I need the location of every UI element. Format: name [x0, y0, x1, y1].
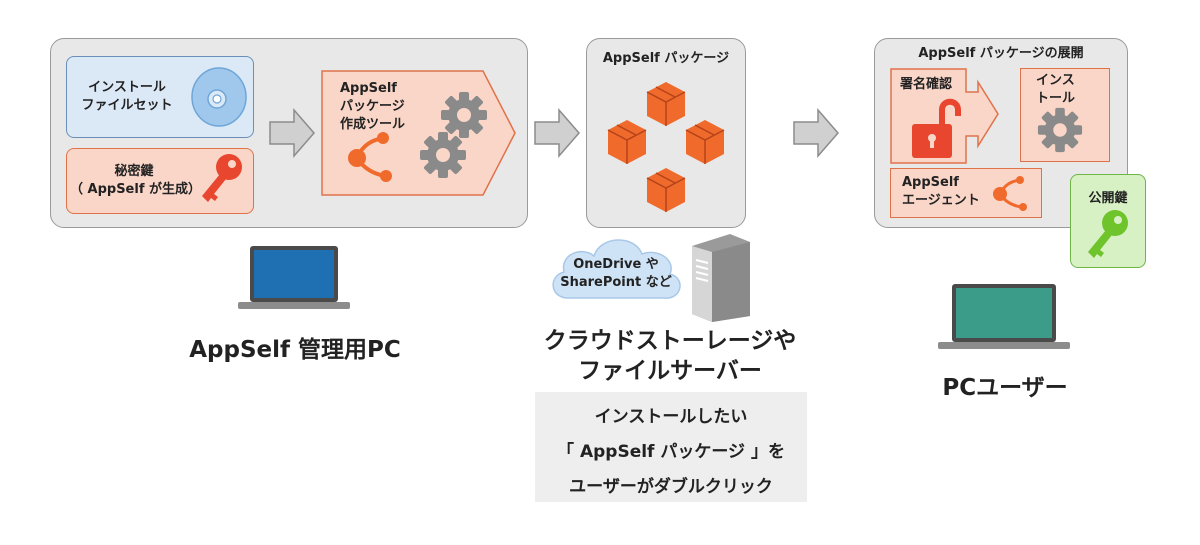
gear-icon [420, 132, 466, 178]
arrow-right-icon [269, 107, 315, 159]
package-box-icon [685, 120, 725, 164]
public-key-label: 公開鍵 [1088, 191, 1128, 206]
admin-pc-caption: AppSelf 管理用PC [189, 337, 401, 363]
agent-box [890, 168, 1042, 218]
storage-caption: クラウドストーレージや ファイルサーバー [543, 328, 797, 384]
cloud-label: OneDrive や SharePoint など [560, 257, 672, 290]
cloud-icon [552, 239, 681, 299]
gear-icon [441, 92, 487, 138]
cd-icon [191, 67, 247, 127]
package-box-icon [646, 168, 686, 212]
install-fileset-label: インストール ファイルセット [81, 80, 173, 113]
server-icon [692, 234, 750, 322]
doubleclick-note [535, 392, 807, 502]
public-key-box [1070, 174, 1146, 268]
note-line-2: 「 AppSelf パッケージ 」を [557, 442, 785, 462]
package-box-icon [607, 120, 647, 164]
private-key-icon [202, 154, 242, 202]
admin-laptop-icon [238, 246, 350, 309]
public-key-icon [1088, 210, 1128, 258]
unlocked-padlock-icon [912, 98, 961, 158]
signature-check-label: 署名確認 [900, 77, 953, 92]
install-step-box [1020, 68, 1110, 162]
note-line-3: ユーザーがダブルクリック [569, 477, 773, 497]
user-laptop-icon [938, 284, 1070, 349]
deploy-panel-title: AppSelf パッケージの展開 [918, 46, 1084, 61]
install-step-label: インス トール [1036, 73, 1076, 106]
package-box-icon [646, 82, 686, 126]
agent-label: AppSelf エージェント [902, 175, 980, 208]
arrow-right-icon [534, 107, 580, 159]
appself-logo-icon [993, 176, 1027, 211]
package-tool-label: AppSelf パッケージ 作成ツール [340, 81, 406, 132]
private-key-label: 秘密鍵 （ AppSelf が生成） [70, 164, 202, 197]
note-line-1: インストールしたい [594, 407, 748, 427]
arrow-right-icon [793, 107, 839, 159]
appself-logo-icon [348, 132, 392, 182]
gear-icon [1037, 107, 1083, 153]
package-panel-title: AppSelf パッケージ [602, 51, 730, 66]
user-caption: PCユーザー [942, 375, 1068, 401]
